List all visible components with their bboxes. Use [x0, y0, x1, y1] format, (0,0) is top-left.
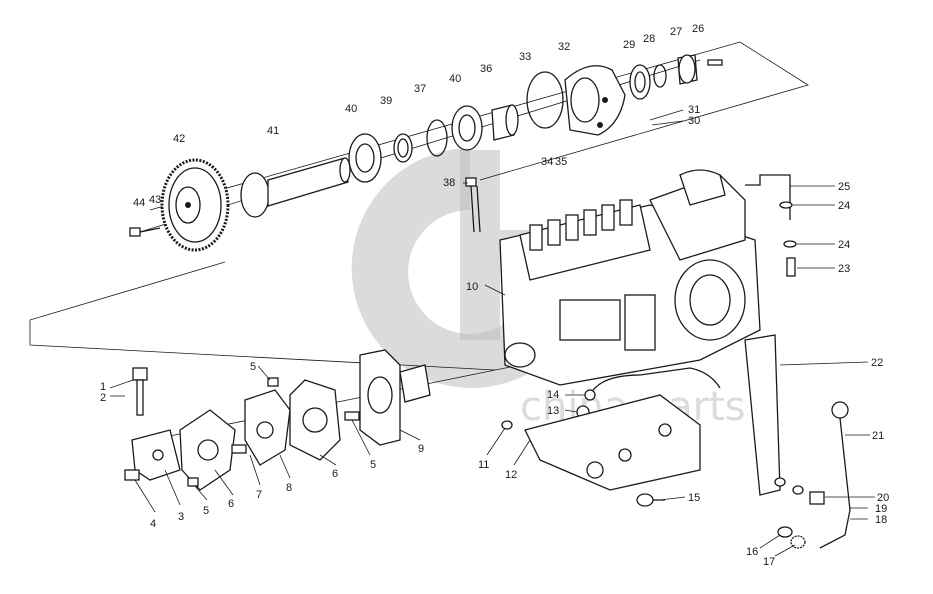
- callout-36: 36: [480, 63, 492, 75]
- bearing-right: [451, 105, 483, 151]
- o-ring-33: [526, 71, 564, 129]
- callout-18: 18: [875, 514, 887, 526]
- bolt-38: [465, 177, 481, 233]
- callout-40-a: 40: [345, 103, 357, 115]
- callout-20: 20: [877, 492, 889, 504]
- callout-5-c: 5: [370, 459, 376, 471]
- callout-32: 32: [558, 41, 570, 53]
- callout-26: 26: [692, 23, 704, 35]
- callout-6-b: 6: [332, 468, 338, 480]
- bracket-22: [744, 334, 781, 496]
- pipe-25: [745, 174, 791, 220]
- flange-9: [359, 349, 431, 446]
- callout-7: 7: [256, 489, 262, 501]
- ring-28: [653, 64, 667, 88]
- mount-bracket-12: [524, 394, 701, 491]
- washer-24-a: [779, 201, 793, 209]
- callout-37: 37: [414, 83, 426, 95]
- callout-24-b: 24: [838, 200, 850, 212]
- callout-33: 33: [519, 51, 531, 63]
- callout-44: 44: [133, 197, 145, 209]
- callout-5-a: 5: [203, 505, 209, 517]
- callout-31: 31: [688, 104, 700, 116]
- bushing-36: [491, 104, 519, 141]
- callout-43: 43: [149, 194, 161, 206]
- callout-30: 30: [688, 115, 700, 127]
- seal-29: [629, 64, 651, 100]
- callout-13: 13: [547, 405, 559, 417]
- plate-6-right: [289, 379, 341, 461]
- callout-40-b: 40: [449, 73, 461, 85]
- drive-gear: [160, 158, 230, 252]
- bolt-11: [501, 420, 513, 430]
- pump-shaft: [240, 157, 351, 218]
- callout-8: 8: [286, 482, 292, 494]
- bolt-5-b: [344, 411, 360, 421]
- bolt-1: [132, 367, 148, 416]
- callout-1: 1: [100, 381, 106, 393]
- coupling-7-8: [231, 389, 291, 466]
- callout-9: 9: [418, 443, 424, 455]
- bolt-44: [129, 227, 161, 237]
- callout-35: 35: [555, 156, 567, 168]
- bolt-15: [636, 493, 665, 507]
- bearing-housing-32: [564, 65, 626, 136]
- callout-11: 11: [478, 459, 489, 471]
- washer-24-b: [783, 240, 797, 248]
- snap-ring-37: [426, 119, 448, 157]
- rod-21: [819, 401, 851, 549]
- bolt-23: [786, 257, 796, 277]
- injection-pump-body: [499, 169, 761, 386]
- callout-41: 41: [267, 125, 279, 137]
- callout-10: 10: [466, 281, 478, 293]
- callout-22: 22: [871, 357, 883, 369]
- callout-17: 17: [763, 556, 775, 568]
- callout-25: 25: [838, 181, 850, 193]
- callout-labels: 1 2 3 4 5 5 5 6 6 7 8 9 10 11 12 13 14 1…: [100, 23, 889, 568]
- callout-5-b: 5: [250, 361, 256, 373]
- fitting-20: [774, 477, 825, 505]
- callout-34: 34: [541, 156, 553, 168]
- callout-12: 12: [505, 469, 517, 481]
- callout-15: 15: [688, 492, 700, 504]
- callout-38: 38: [443, 177, 455, 189]
- callout-39: 39: [380, 95, 392, 107]
- callout-21: 21: [872, 430, 884, 442]
- callout-6-a: 6: [228, 498, 234, 510]
- plate-6-left: [179, 409, 236, 491]
- bolt-5-a: [267, 377, 279, 387]
- bolt-5-c: [187, 477, 199, 487]
- callout-19: 19: [875, 503, 887, 515]
- bearing-left: [348, 133, 382, 183]
- callout-23: 23: [838, 263, 850, 275]
- leader-lines: [109, 109, 875, 557]
- bracket-3-4: [124, 429, 181, 481]
- key-26: [707, 59, 723, 66]
- callout-14: 14: [547, 389, 559, 401]
- callout-16: 16: [746, 546, 758, 558]
- callout-29: 29: [623, 39, 635, 51]
- callout-28: 28: [643, 33, 655, 45]
- callout-3: 3: [178, 511, 184, 523]
- upper-assembly-outline-lower: [29, 261, 496, 371]
- callout-24-a: 24: [838, 239, 850, 251]
- hub-27: [677, 54, 698, 85]
- washer-16: [777, 526, 793, 538]
- callout-4: 4: [150, 518, 156, 530]
- callout-2: 2: [100, 392, 106, 404]
- callout-27: 27: [670, 26, 682, 38]
- spacer-39: [393, 133, 413, 163]
- callout-42: 42: [173, 133, 185, 145]
